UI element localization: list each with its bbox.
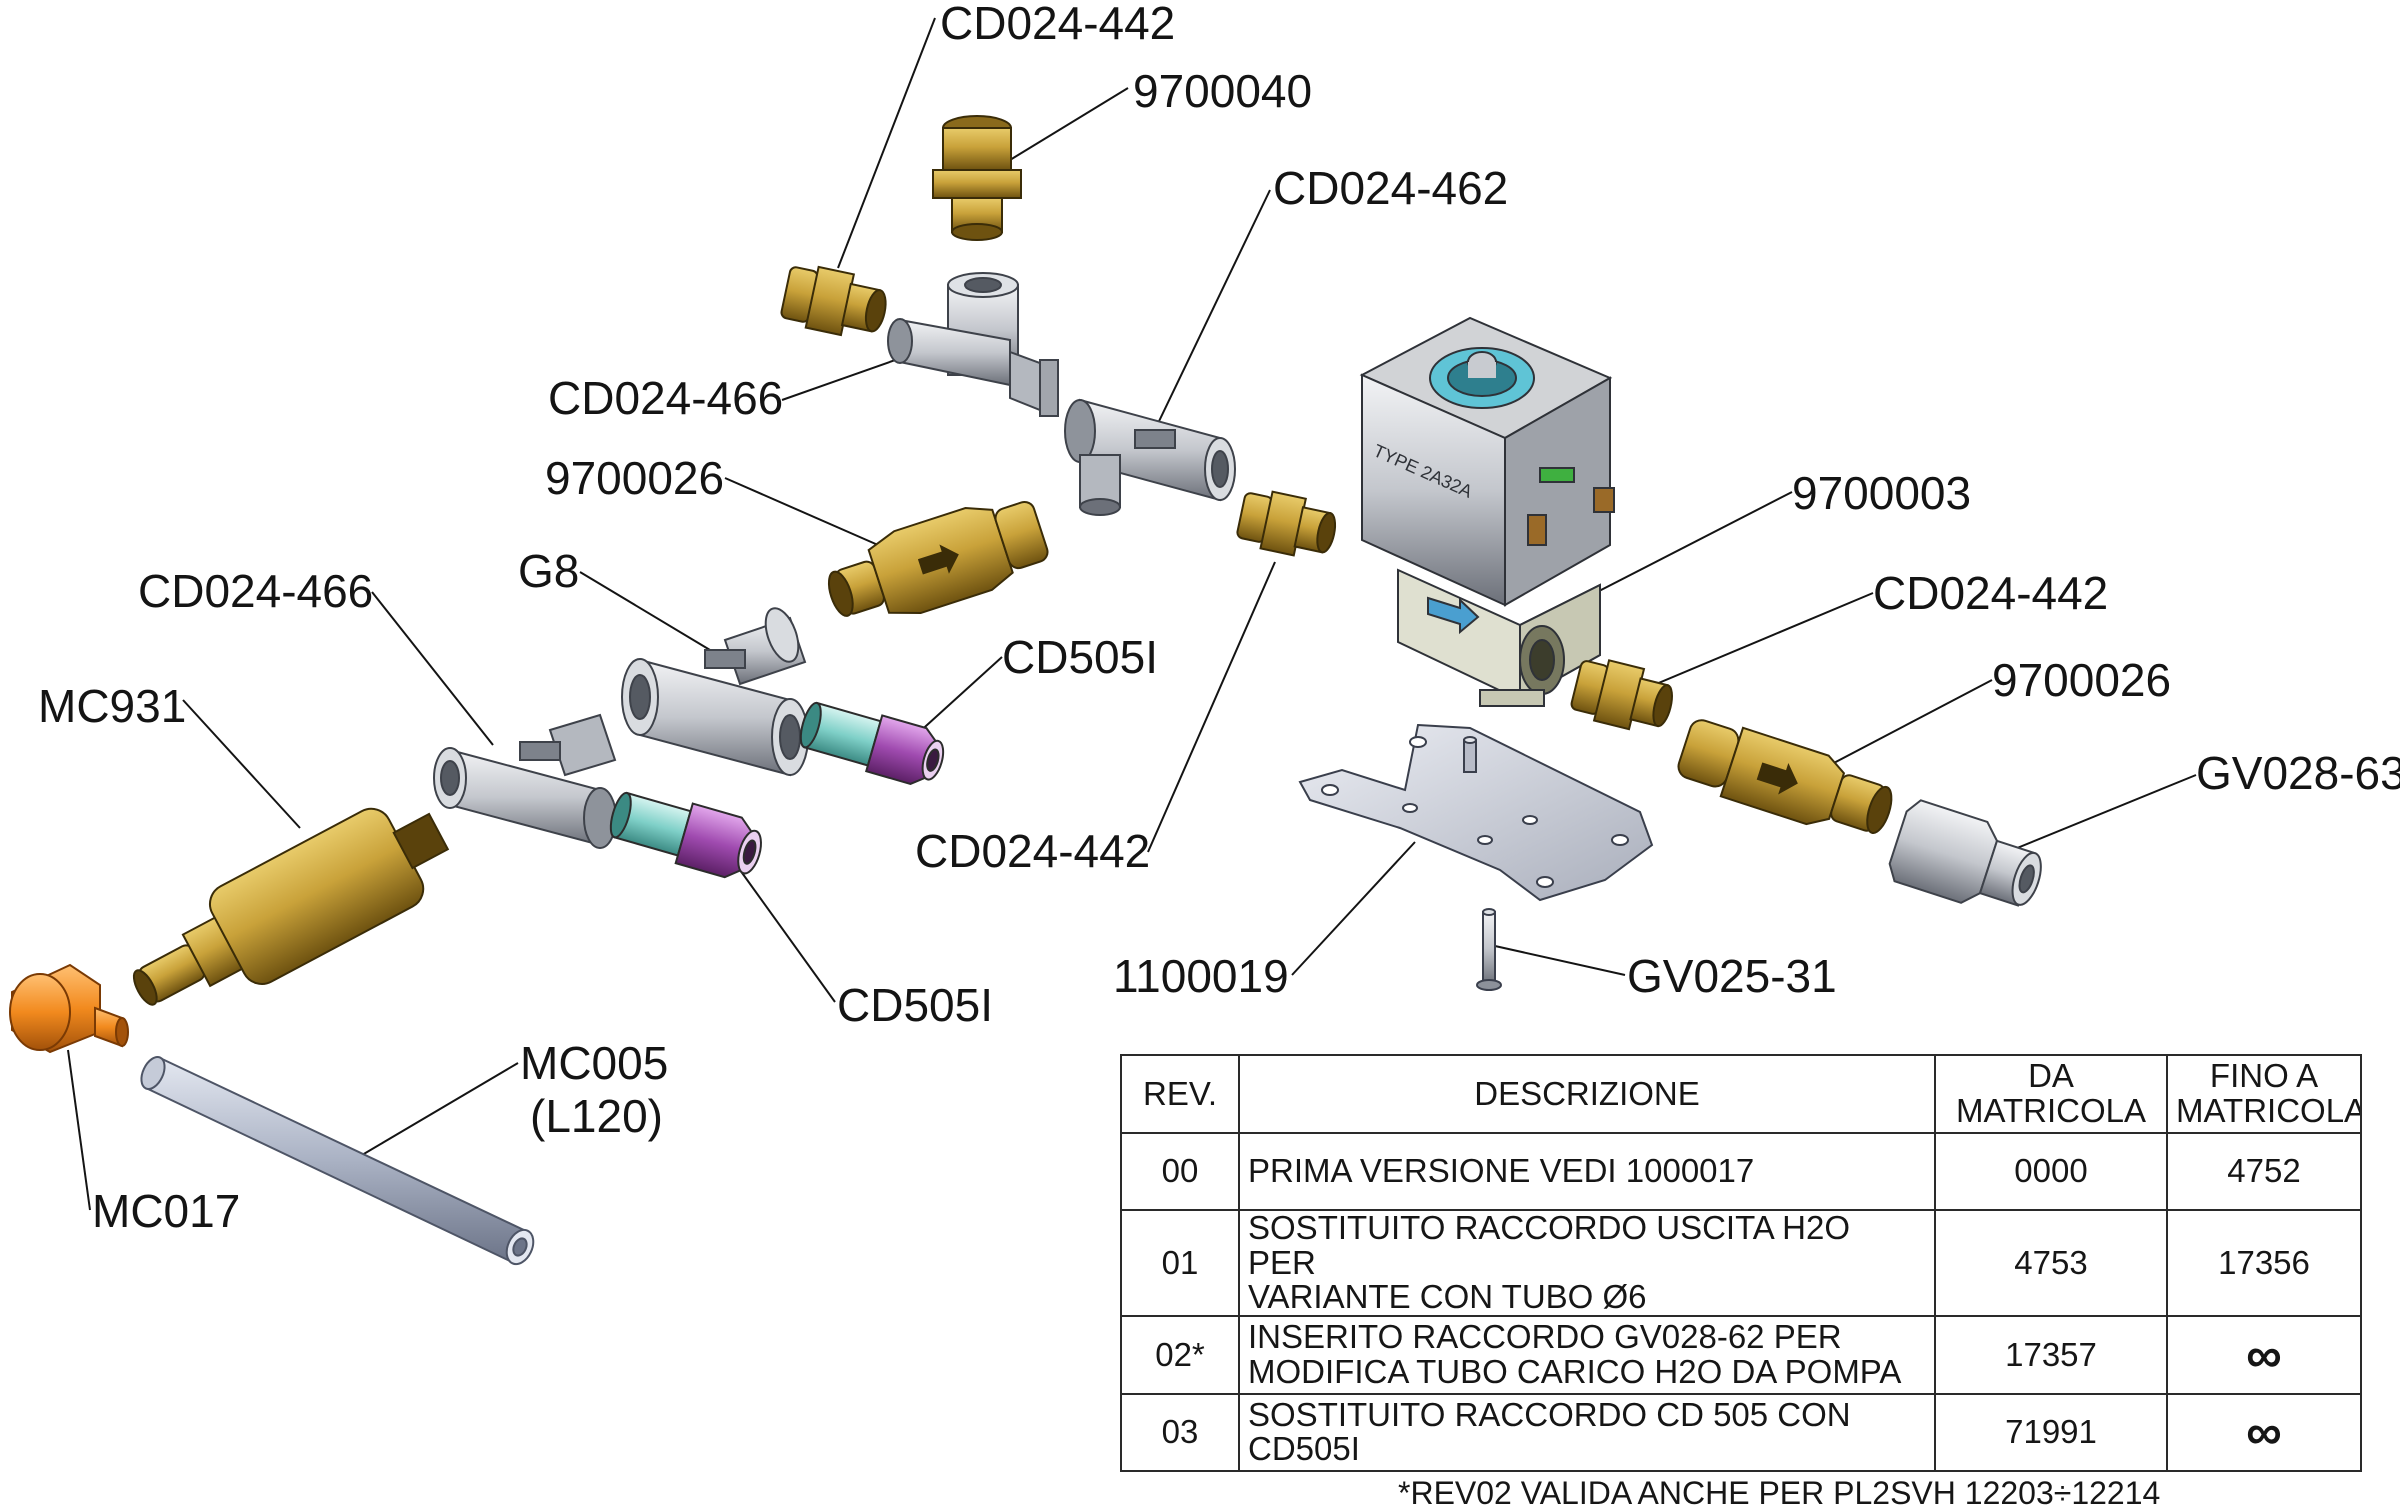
header-fino-line1: FINO A xyxy=(2209,1057,2319,1095)
leader-cd024-462 xyxy=(1149,189,1271,441)
cell-rev: 01 xyxy=(1120,1209,1240,1317)
cell-descrizione: PRIMA VERSIONE VEDI 1000017 xyxy=(1238,1132,1936,1211)
table-row: 02* INSERITO RACCORDO GV028-62 PER MODIF… xyxy=(1120,1314,2362,1395)
leader-9700040 xyxy=(1009,87,1129,161)
leader-cd024-442-top xyxy=(837,17,936,269)
header-da-line2: MATRICOLA xyxy=(1955,1092,2147,1129)
callout-cd024-442-mid: CD024-442 xyxy=(915,825,1151,877)
callout-cd024-466-upper: CD024-466 xyxy=(548,372,784,424)
footnote: *REV02 VALIDA ANCHE PER PL2SVH 12203÷122… xyxy=(1398,1475,2161,1507)
callout-cd024-442-right: CD024-442 xyxy=(1873,567,2109,619)
cell-descrizione: SOSTITUITO RACCORDO USCITA H2O PER VARIA… xyxy=(1238,1209,1936,1317)
desc-line1: INSERITO RACCORDO GV028-62 PER xyxy=(1248,1318,1842,1356)
callout-mc931: MC931 xyxy=(38,680,187,732)
callout-gv025-31: GV025-31 xyxy=(1627,950,1837,1002)
leader-cd505i-lower xyxy=(739,869,836,1003)
leader-9700026-left xyxy=(724,477,879,546)
leader-mc005 xyxy=(339,1062,519,1169)
header-fino-line2: MATRICOLA xyxy=(2176,1092,2361,1129)
cell-descrizione: SOSTITUITO RACCORDO CD 505 CON CD505I xyxy=(1238,1392,1936,1472)
leader-cd024-442-right xyxy=(1641,592,1874,691)
desc-line1: SOSTITUITO RACCORDO USCITA H2O PER xyxy=(1248,1210,1851,1281)
cell-da-matricola: 71991 xyxy=(1934,1392,2168,1472)
cell-rev: 02* xyxy=(1120,1314,1240,1395)
mounting-plate-1100019 xyxy=(1298,723,1654,902)
callout-cd505i-upper: CD505I xyxy=(1002,631,1158,683)
cell-da-matricola: 4753 xyxy=(1934,1209,2168,1317)
leader-g8 xyxy=(579,571,711,651)
cell-fino-matricola: 4752 xyxy=(2166,1132,2362,1211)
callout-gv028-63: GV028-63 xyxy=(2196,747,2400,799)
header-descrizione: DESCRIZIONE xyxy=(1238,1054,1936,1134)
cell-fino-matricola: ∞ xyxy=(2166,1392,2362,1472)
leader-9700026-right xyxy=(1829,679,1993,766)
table-row: 03 SOSTITUITO RACCORDO CD 505 CON CD505I… xyxy=(1120,1392,2362,1472)
header-da-line1: DA xyxy=(2028,1057,2074,1095)
callout-9700026-left: 9700026 xyxy=(545,452,725,504)
nipple-cd024-442-mid xyxy=(1236,490,1337,557)
cell-rev: 00 xyxy=(1120,1132,1240,1211)
nipple-cd024-442-top xyxy=(780,265,887,337)
callout-cd024-442-top: CD024-442 xyxy=(940,0,1176,49)
tee-cd024-466-lower xyxy=(433,713,617,849)
leader-gv028-63 xyxy=(1999,774,2197,856)
fitting-9700040 xyxy=(932,115,1022,241)
tee-g8 xyxy=(621,607,809,777)
leader-lines xyxy=(67,17,2197,1211)
desc-line2: MODIFICA TUBO CARICO H2O DA POMPA xyxy=(1248,1352,1902,1390)
elbow-mc017 xyxy=(9,963,129,1054)
check-valve-9700026-left xyxy=(827,500,1049,617)
nipple-cd024-442-right xyxy=(1570,659,1673,731)
header-da-matricola: DA MATRICOLA xyxy=(1934,1054,2168,1134)
leader-mc931 xyxy=(182,699,301,829)
tee-cd024-466-upper xyxy=(887,272,1059,417)
desc-line1: SOSTITUITO RACCORDO CD 505 CON CD505I xyxy=(1248,1395,1851,1468)
solenoid-valve-9700003: TYPE 2A32A xyxy=(1359,316,1615,707)
leader-1100019 xyxy=(1291,841,1416,976)
desc-line1: PRIMA VERSIONE VEDI 1000017 xyxy=(1248,1152,1755,1190)
cell-fino-matricola: ∞ xyxy=(2166,1314,2362,1395)
screw-gv025-31 xyxy=(1476,908,1502,991)
header-rev: REV. xyxy=(1120,1054,1240,1134)
check-valve-9700026-right xyxy=(1677,719,1893,834)
callout-9700040: 9700040 xyxy=(1133,65,1313,117)
tube-mc005 xyxy=(140,1056,535,1266)
revision-table: REV. DESCRIZIONE DA MATRICOLA FINO A MAT… xyxy=(1120,1054,2362,1472)
callout-1100019: 1100019 xyxy=(1113,950,1289,1002)
desc-line2: VARIANTE CON TUBO Ø6 xyxy=(1248,1278,1647,1316)
table-row: 01 SOSTITUITO RACCORDO USCITA H2O PER VA… xyxy=(1120,1209,2362,1317)
leader-mc017 xyxy=(67,1049,91,1211)
callout-cd505i-lower: CD505I xyxy=(837,979,993,1031)
filter-mc931 xyxy=(132,807,450,1006)
leader-gv025-31 xyxy=(1494,945,1626,976)
header-fino-matricola: FINO A MATRICOLA xyxy=(2166,1054,2362,1134)
fitting-cd505i-upper xyxy=(799,701,945,785)
revision-table-header: REV. DESCRIZIONE DA MATRICOLA FINO A MAT… xyxy=(1120,1054,2362,1134)
fitting-cd505i-lower xyxy=(609,791,762,879)
callout-g8: G8 xyxy=(518,545,580,597)
callout-cd024-462: CD024-462 xyxy=(1273,162,1509,214)
callout-mc005: MC005 xyxy=(520,1037,669,1089)
fitting-gv028-63 xyxy=(1888,799,2042,907)
callout-9700003: 9700003 xyxy=(1792,467,1972,519)
cell-fino-matricola: 17356 xyxy=(2166,1209,2362,1317)
leader-cd024-466-lower xyxy=(371,591,494,746)
cell-da-matricola: 0000 xyxy=(1934,1132,2168,1211)
cell-rev: 03 xyxy=(1120,1392,1240,1472)
callout-mc005-length: (L120) xyxy=(530,1090,663,1142)
callout-mc017: MC017 xyxy=(92,1185,241,1237)
leader-cd024-442-mid xyxy=(1147,561,1276,853)
callout-9700026-right: 9700026 xyxy=(1992,654,2172,706)
tee-cd024-462 xyxy=(1064,398,1236,516)
cell-descrizione: INSERITO RACCORDO GV028-62 PER MODIFICA … xyxy=(1238,1314,1936,1395)
callout-cd024-466-lower: CD024-466 xyxy=(138,565,374,617)
cell-da-matricola: 17357 xyxy=(1934,1314,2168,1395)
table-row: 00 PRIMA VERSIONE VEDI 1000017 0000 4752 xyxy=(1120,1132,2362,1211)
